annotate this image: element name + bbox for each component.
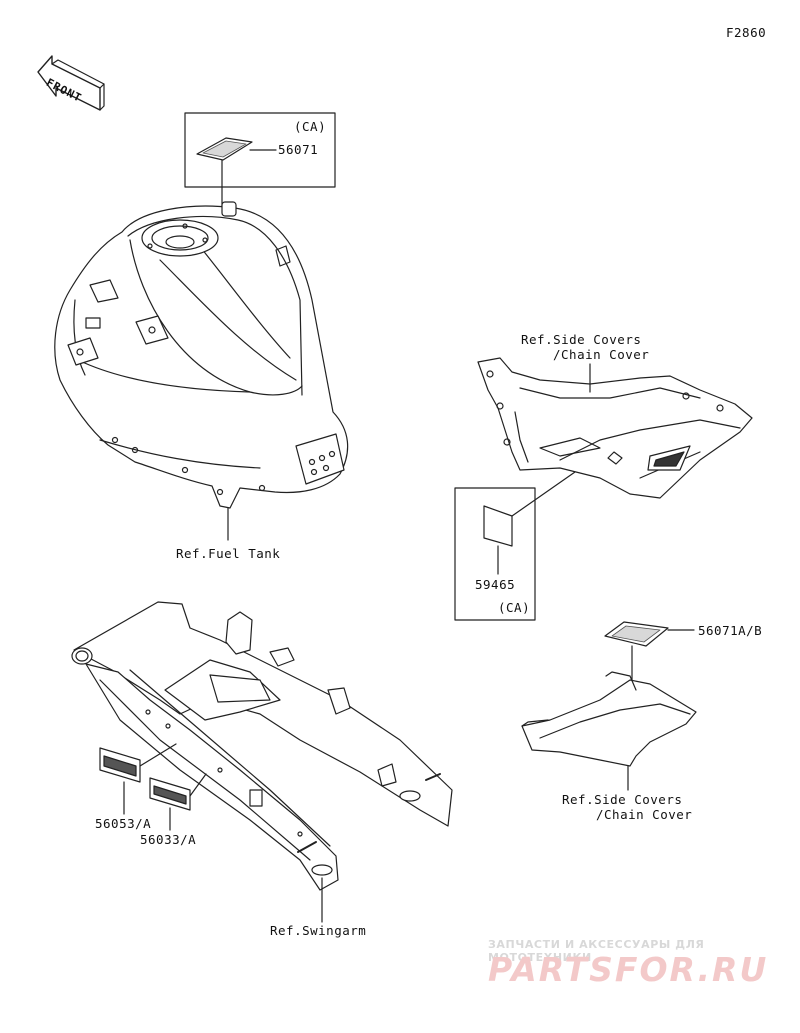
swingarm-decal-1-icon — [99, 747, 141, 783]
swingarm-part-number-1[interactable]: 56053/A — [95, 816, 152, 831]
watermark-logo: PARTSFOR.RU — [488, 950, 769, 989]
tank-decal-icon — [196, 137, 253, 161]
watermark-tagline: ЗАПЧАСТИ И АКСЕССУАРЫ ДЛЯ МОТОТЕХНИКИ — [488, 938, 705, 964]
side-covers-ref-bottom-line2[interactable]: /Chain Cover — [596, 807, 693, 822]
side-callout-box — [454, 487, 536, 621]
side-covers-ref-bottom-line1[interactable]: Ref.Side Covers — [562, 792, 683, 807]
tank-part-number[interactable]: 56071 — [278, 142, 319, 157]
swingarm-ref[interactable]: Ref.Swingarm — [270, 923, 367, 938]
side-covers-ref-top-line1[interactable]: Ref.Side Covers — [521, 332, 642, 347]
swingarm-part-number-2[interactable]: 56033/A — [140, 832, 197, 847]
side-box-variant: (CA) — [498, 600, 531, 615]
side-part-number[interactable]: 59465 — [475, 577, 516, 592]
front-arrow-icon — [37, 55, 105, 111]
tank-callout-box — [184, 112, 336, 188]
lower-cover-part-number[interactable]: 56071A/B — [698, 623, 763, 638]
side-covers-ref-top-line2[interactable]: /Chain Cover — [553, 347, 650, 362]
side-cover-lower-drawing — [521, 671, 697, 767]
lower-cover-decal-icon — [604, 621, 669, 647]
fuel-tank-drawing — [54, 201, 349, 509]
fuel-tank-ref[interactable]: Ref.Fuel Tank — [176, 546, 281, 561]
swingarm-decal-2-icon — [149, 777, 191, 811]
tank-box-variant: (CA) — [294, 119, 327, 134]
side-cover-upper-drawing — [477, 357, 753, 499]
side-decal-icon — [483, 505, 513, 547]
figure-code: F2860 — [726, 25, 767, 40]
swingarm-drawing — [71, 601, 453, 891]
